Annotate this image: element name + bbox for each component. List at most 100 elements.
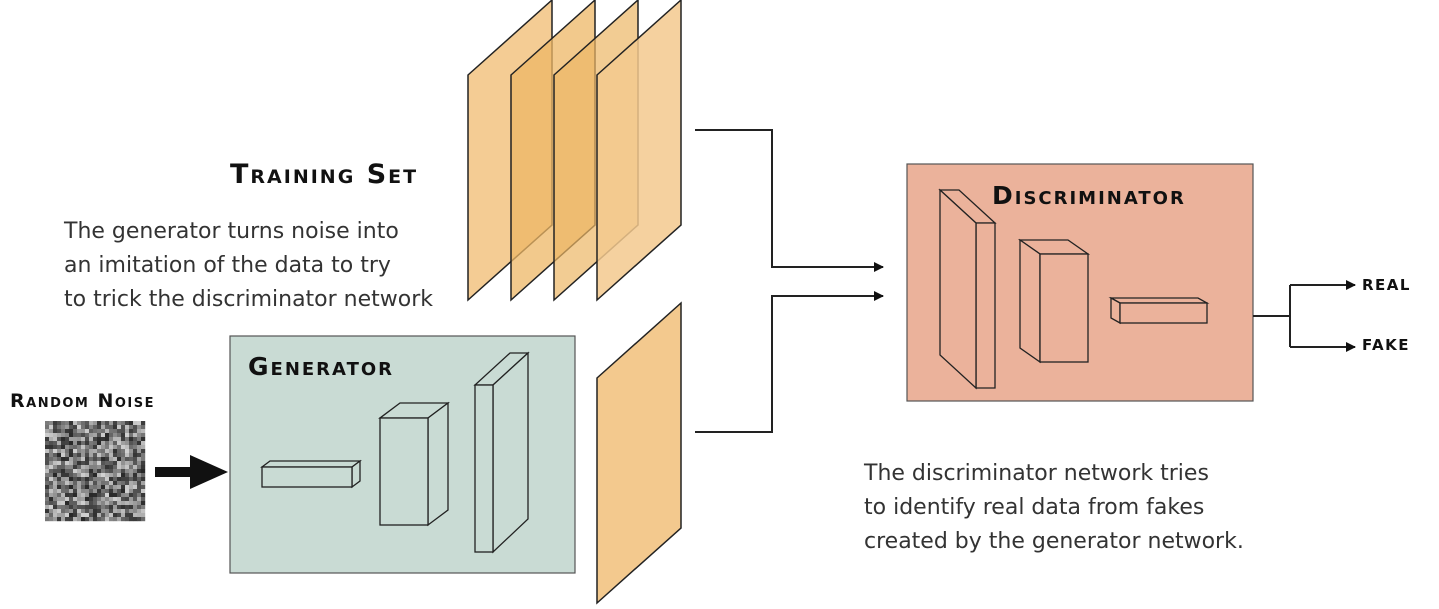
noise-pixel <box>49 509 54 514</box>
noise-pixel <box>97 461 102 466</box>
noise-pixel <box>65 465 70 470</box>
noise-pixel <box>65 509 70 514</box>
noise-pixel <box>45 469 50 474</box>
noise-pixel <box>85 433 90 438</box>
noise-pixel <box>85 477 90 482</box>
noise-pixel <box>141 465 146 470</box>
noise-to-generator-arrow <box>155 455 228 489</box>
noise-pixel <box>73 433 78 438</box>
noise-pixel <box>85 501 90 506</box>
noise-pixel <box>129 485 134 490</box>
noise-pixel <box>77 421 82 426</box>
noise-pixel <box>117 509 122 514</box>
noise-pixel <box>49 477 54 482</box>
noise-pixel <box>105 509 110 514</box>
noise-pixel <box>77 433 82 438</box>
noise-pixel <box>133 477 138 482</box>
noise-pixel <box>53 441 58 446</box>
noise-pixel <box>105 517 110 522</box>
noise-pixel <box>93 453 98 458</box>
noise-pixel <box>121 441 126 446</box>
noise-pixel <box>93 429 98 434</box>
noise-pixel <box>61 489 66 494</box>
noise-pixel <box>113 493 118 498</box>
noise-pixel <box>97 505 102 510</box>
training-set-stack <box>467 0 682 302</box>
noise-pixel <box>53 465 58 470</box>
noise-pixel <box>49 505 54 510</box>
noise-pixel <box>93 445 98 450</box>
noise-pixel <box>61 461 66 466</box>
noise-pixel <box>105 461 110 466</box>
noise-pixel <box>97 501 102 506</box>
noise-pixel <box>45 433 50 438</box>
discriminator-description-line-1: The discriminator network tries <box>863 461 1209 486</box>
noise-pixel <box>105 501 110 506</box>
noise-pixel <box>81 473 86 478</box>
noise-pixel <box>93 513 98 518</box>
noise-pixel <box>105 489 110 494</box>
noise-pixel <box>121 445 126 450</box>
noise-pixel <box>77 461 82 466</box>
noise-pixel <box>105 441 110 446</box>
noise-pixel <box>61 469 66 474</box>
noise-pixel <box>57 493 62 498</box>
noise-pixel <box>97 453 102 458</box>
noise-pixel <box>85 453 90 458</box>
noise-pixel <box>113 445 118 450</box>
noise-pixel <box>105 429 110 434</box>
noise-pixel <box>69 449 74 454</box>
noise-pixel <box>77 429 82 434</box>
noise-pixel <box>101 485 106 490</box>
noise-pixel <box>117 421 122 426</box>
noise-pixel <box>57 497 62 502</box>
noise-pixel <box>133 437 138 442</box>
noise-pixel <box>45 457 50 462</box>
noise-pixel <box>53 469 58 474</box>
noise-pixel <box>73 425 78 430</box>
noise-pixel <box>109 437 114 442</box>
noise-pixel <box>113 505 118 510</box>
noise-pixel <box>77 505 82 510</box>
noise-pixel <box>117 481 122 486</box>
noise-pixel <box>61 505 66 510</box>
noise-pixel <box>101 441 106 446</box>
noise-pixel <box>141 449 146 454</box>
noise-pixel <box>89 437 94 442</box>
noise-pixel <box>73 513 78 518</box>
noise-pixel <box>113 513 118 518</box>
noise-pixel <box>93 497 98 502</box>
noise-pixel <box>97 441 102 446</box>
noise-pixel <box>45 429 50 434</box>
noise-pixel <box>93 477 98 482</box>
noise-pixel <box>113 425 118 430</box>
discriminator-layer-3 <box>1108 296 1210 325</box>
noise-pixel <box>105 485 110 490</box>
noise-pixel <box>129 493 134 498</box>
noise-pixel <box>77 513 82 518</box>
noise-pixel <box>113 469 118 474</box>
noise-pixel <box>137 437 142 442</box>
noise-pixel <box>93 469 98 474</box>
noise-pixel <box>129 445 134 450</box>
noise-pixel <box>85 481 90 486</box>
noise-pixel <box>121 517 126 522</box>
noise-pixel <box>141 437 146 442</box>
noise-pixel <box>129 501 134 506</box>
noise-pixel <box>53 485 58 490</box>
noise-pixel <box>133 517 138 522</box>
noise-pixel <box>73 429 78 434</box>
noise-pixel <box>53 437 58 442</box>
noise-pixel <box>129 481 134 486</box>
generator-layer-3 <box>473 351 530 554</box>
noise-pixel <box>53 505 58 510</box>
noise-pixel <box>77 453 82 458</box>
noise-pixel <box>61 509 66 514</box>
noise-pixel <box>61 497 66 502</box>
noise-pixel <box>125 429 130 434</box>
noise-pixel <box>121 489 126 494</box>
noise-pixel <box>45 473 50 478</box>
noise-pixel <box>101 445 106 450</box>
noise-pixel <box>89 473 94 478</box>
noise-pixel <box>109 421 114 426</box>
